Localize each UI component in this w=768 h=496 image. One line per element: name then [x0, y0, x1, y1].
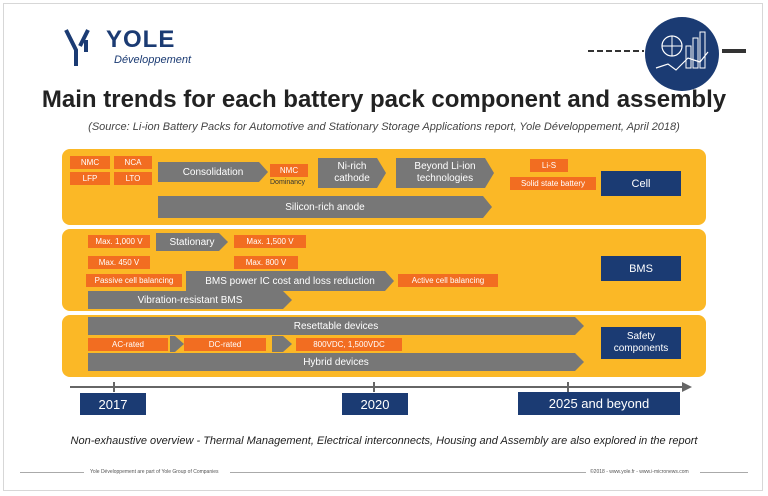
- arrow-consolidation: Consolidation: [158, 162, 268, 182]
- tag-max-450v: Max. 450 V: [88, 256, 150, 269]
- tag-max-800v: Max. 800 V: [234, 256, 298, 269]
- header-bar: [722, 49, 746, 53]
- ni-rich-line1: Ni-rich: [337, 161, 367, 172]
- tag-nca: NCA: [114, 156, 152, 169]
- year-2020: 2020: [342, 393, 408, 415]
- arrow-vibration-resistant: Vibration-resistant BMS: [88, 291, 292, 309]
- frame: [3, 3, 763, 491]
- label-cell: Cell: [601, 171, 681, 196]
- tag-nmc: NMC: [70, 156, 110, 169]
- battery-chart-emblem-icon: [645, 17, 719, 91]
- note-dominancy: Dominancy: [270, 179, 306, 186]
- arrow-dc-vdc: [272, 336, 292, 352]
- arrow-ni-rich-cathode: Ni-rich cathode: [318, 158, 386, 188]
- yole-logo: YOLE Développement: [62, 24, 192, 74]
- tag-passive-cell-balancing: Passive cell balancing: [86, 274, 182, 287]
- tag-max-1000v: Max. 1,000 V: [88, 235, 150, 248]
- timeline-arrowhead-icon: [682, 382, 692, 392]
- tag-lto: LTO: [114, 172, 152, 185]
- footer-line-left: [20, 472, 84, 473]
- logo-name: YOLE: [106, 26, 176, 53]
- tag-nmc-dominancy: NMC: [270, 164, 308, 177]
- tick-2025: [567, 382, 569, 392]
- page-title: Main trends for each battery pack compon…: [41, 86, 727, 113]
- tag-dc-rated: DC-rated: [184, 338, 266, 351]
- year-2025-beyond: 2025 and beyond: [518, 392, 680, 415]
- tag-ac-rated: AC-rated: [88, 338, 168, 351]
- beyond-line2: technologies: [416, 173, 474, 184]
- arrow-hybrid-devices: Hybrid devices: [88, 353, 584, 371]
- tick-2017: [113, 382, 115, 392]
- tick-2020: [373, 382, 375, 392]
- year-2017: 2017: [80, 393, 146, 415]
- header-line: [588, 50, 644, 52]
- tag-solid-state: Solid state battery: [510, 177, 596, 190]
- tag-800vdc: 800VDC, 1,500VDC: [296, 338, 402, 351]
- safety-line2: components: [613, 343, 669, 354]
- footer-left: Yole Développement are part of Yole Grou…: [90, 469, 219, 475]
- safety-line1: Safety: [626, 331, 656, 342]
- arrow-power-ic: BMS power IC cost and loss reduction: [186, 271, 394, 291]
- source-note: (Source: Li-ion Battery Packs for Automo…: [88, 121, 680, 133]
- footer-right: ©2018 - www.yole.fr - www.i-micronews.co…: [590, 469, 689, 475]
- tag-max-1500v: Max. 1,500 V: [234, 235, 306, 248]
- arrow-silicon-rich-anode: Silicon-rich anode: [158, 196, 492, 218]
- label-safety-components: Safety components: [601, 327, 681, 359]
- label-bms: BMS: [601, 256, 681, 281]
- footer-line-right: [700, 472, 748, 473]
- logo-mark-icon: [64, 29, 90, 66]
- ni-rich-line2: cathode: [334, 173, 370, 184]
- tag-li-s: Li-S: [530, 159, 568, 172]
- footer-line-mid: [230, 472, 586, 473]
- tag-active-cell-balancing: Active cell balancing: [398, 274, 498, 287]
- bottom-note: Non-exhaustive overview - Thermal Manage…: [70, 435, 698, 447]
- arrow-resettable-devices: Resettable devices: [88, 317, 584, 335]
- timeline-axis: [70, 386, 684, 388]
- logo-subtitle: Développement: [114, 54, 192, 66]
- arrow-beyond-li-ion: Beyond Li-ion technologies: [396, 158, 494, 188]
- tag-lfp: LFP: [70, 172, 110, 185]
- beyond-line1: Beyond Li-ion: [414, 161, 476, 172]
- arrow-stationary: Stationary: [156, 233, 228, 251]
